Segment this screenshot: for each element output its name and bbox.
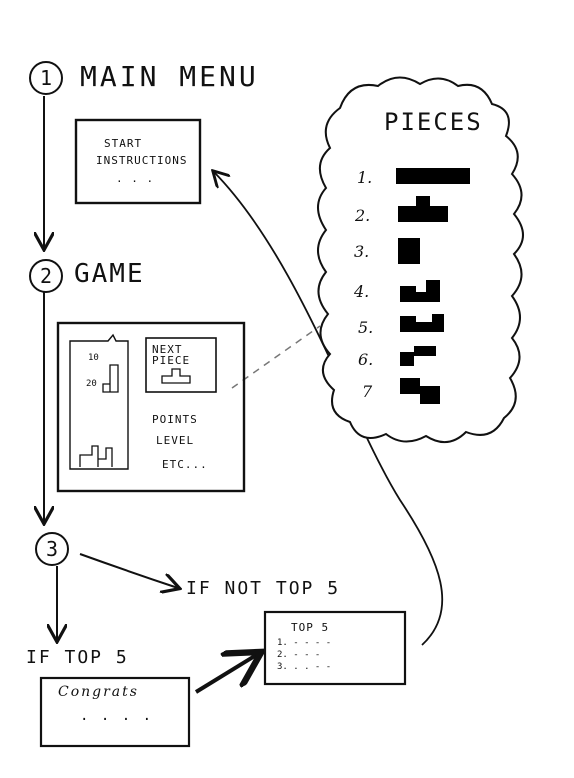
step-2-number: 2 — [39, 264, 53, 288]
menu-item-more: . . . — [116, 172, 155, 185]
top5-box — [263, 610, 407, 686]
piece-6-label: 6. — [358, 350, 374, 369]
piece-3-label: 3. — [354, 242, 370, 261]
falling-piece — [102, 364, 119, 393]
step-2-circle: 2 — [29, 259, 63, 293]
top5-title: TOP 5 — [291, 621, 330, 634]
branch-not-top5-label: IF NOT TOP 5 — [186, 578, 341, 599]
piece-4-shape — [400, 280, 440, 302]
step-3-circle: 3 — [35, 532, 69, 566]
piece-3-shape — [398, 238, 420, 264]
flow-arrow-3-to-not-top — [79, 553, 178, 588]
menu-item-start: START — [104, 137, 143, 150]
piece-5-shape — [400, 314, 444, 332]
top5-row-1: 1. - - - - — [277, 638, 332, 648]
step-1-circle: 1 — [29, 61, 63, 95]
step-1-number: 1 — [39, 66, 53, 90]
piece-1-shape — [396, 168, 470, 184]
congrats-dots: . . . . — [80, 708, 154, 724]
next-piece-connector — [231, 325, 321, 389]
flow-arrow-top5-to-menu — [214, 172, 444, 646]
piece-2-label: 2. — [355, 206, 371, 225]
stat-level: LEVEL — [156, 434, 195, 447]
step-1-label: MAIN MENU — [80, 60, 259, 93]
step-3-number: 3 — [45, 537, 59, 561]
top5-row-3: 3. . . - - — [277, 662, 332, 672]
stacked-pieces — [79, 445, 113, 467]
congrats-title: Congrats — [58, 684, 139, 700]
piece-6-shape — [400, 346, 436, 366]
piece-shapes — [396, 168, 470, 404]
piece-7-label: 7 — [362, 382, 373, 401]
piece-1-label: 1. — [357, 168, 373, 187]
top5-row-2: 2. - - - — [277, 650, 321, 660]
pieces-cloud — [317, 76, 524, 443]
piece-4-label: 4. — [354, 282, 370, 301]
next-piece-label-2: PIECE — [152, 354, 191, 367]
main-menu-box — [74, 118, 202, 205]
game-board — [69, 333, 129, 470]
congrats-box — [39, 676, 191, 748]
next-piece-label-1: NEXT — [152, 343, 183, 356]
next-piece-shape — [161, 368, 191, 384]
next-piece-box — [145, 337, 217, 393]
menu-item-instructions: INSTRUCTIONS — [96, 154, 188, 167]
piece-2-shape — [398, 196, 448, 222]
stat-points: POINTS — [152, 413, 198, 426]
stat-etc: ETC... — [162, 458, 208, 471]
branch-top5-label: IF TOP 5 — [26, 647, 129, 668]
game-screen-box — [56, 321, 246, 493]
board-marker-20: 20 — [86, 379, 97, 389]
board-marker-10: 10 — [88, 353, 99, 363]
flow-arrow-congrats-to-top5 — [194, 654, 258, 694]
piece-7-shape — [400, 378, 440, 404]
piece-5-label: 5. — [358, 318, 374, 337]
pieces-title: PIECES — [384, 108, 483, 136]
step-2-label: GAME — [74, 259, 145, 289]
